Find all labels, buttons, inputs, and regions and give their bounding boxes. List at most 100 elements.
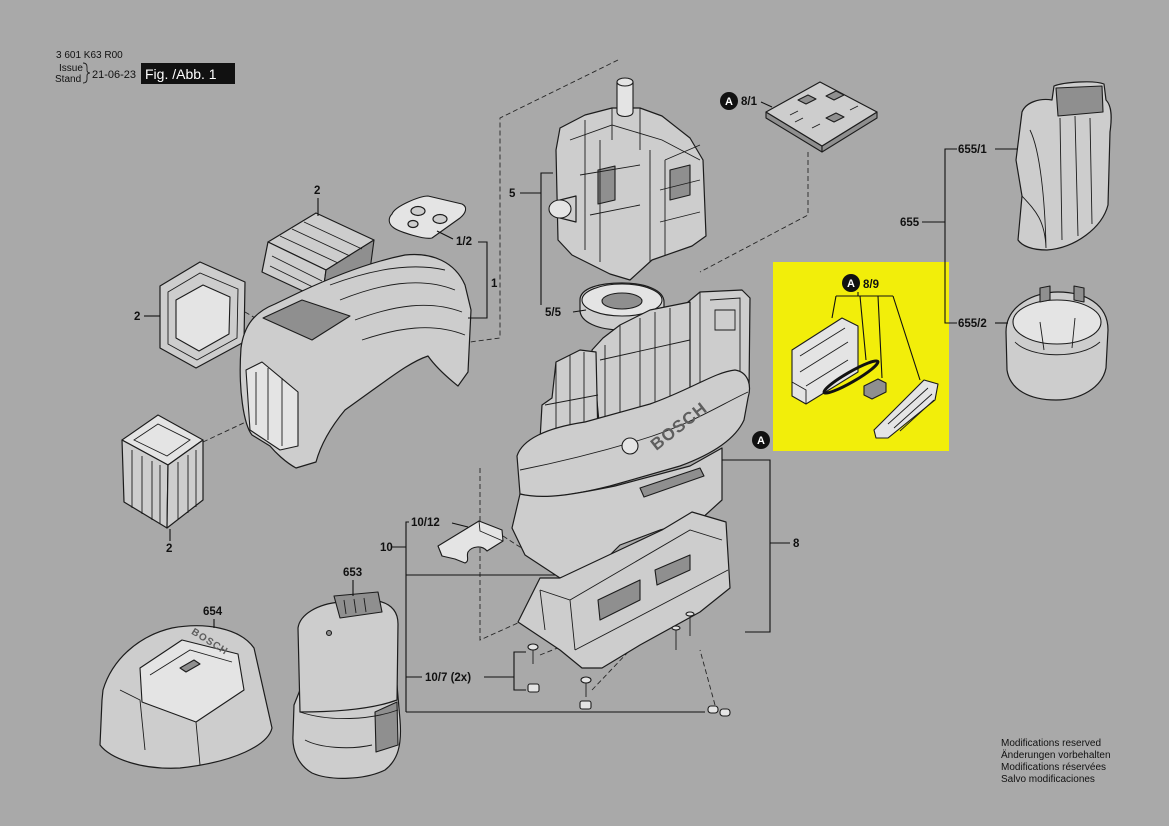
laser-module-dark-parts — [597, 164, 691, 205]
kit-marker-letter[interactable]: A — [847, 278, 855, 290]
pad-3 — [707, 705, 719, 714]
figure-label: Fig. /Abb. 1 — [145, 66, 217, 82]
callout-cap-top[interactable]: 2 — [314, 185, 320, 197]
kit-highlight-group[interactable]: A 8/9 — [773, 262, 949, 451]
kit-bracket-clip — [791, 317, 859, 405]
clip-plate — [437, 520, 504, 564]
body-base-screw-head-2 — [671, 625, 681, 631]
callout-laser-module[interactable]: 5 — [509, 188, 516, 200]
cover-top-ribs — [1021, 115, 1093, 249]
body-center-tower-details — [599, 308, 691, 430]
bracket-laser-module — [520, 172, 553, 305]
part-clip — [437, 520, 504, 564]
part-cover-bottom — [1005, 285, 1109, 401]
screw-2-head — [580, 676, 592, 684]
part-main-body: BOSCH — [511, 289, 751, 669]
part-laser-module — [548, 77, 707, 281]
leader-ring — [572, 309, 587, 313]
assembly-line-module — [469, 59, 619, 343]
notice-fr: Modifications réservées — [1001, 762, 1106, 773]
gasket-hole-1 — [410, 205, 426, 217]
callout-charger[interactable]: 654 — [203, 606, 223, 618]
body-collar-band — [519, 391, 749, 471]
body-base-screw-head-1 — [685, 611, 695, 617]
charger-contact-slot — [179, 659, 201, 673]
callout-cover-bottom[interactable]: 655/2 — [958, 318, 987, 330]
pad-1 — [527, 683, 540, 693]
cap-slats — [269, 221, 363, 292]
laser-module-top-cylinder — [616, 81, 634, 118]
figure-label-box — [141, 63, 235, 84]
part-cap-bottom — [121, 414, 204, 529]
pcb-marker-letter[interactable]: A — [725, 96, 733, 108]
part-housing — [239, 253, 472, 469]
issue-date: 21-06-23 — [92, 69, 136, 81]
housing-top-opening — [262, 299, 351, 341]
cover-bottom-opening — [1012, 299, 1102, 345]
body-left-towers-details — [544, 352, 599, 440]
battery-upper — [297, 600, 399, 713]
laser-module-body — [555, 107, 707, 281]
issue-brace — [82, 62, 91, 84]
callout-screws[interactable]: 10/7 (2x) — [425, 672, 471, 684]
callout-clip[interactable]: 10/12 — [411, 517, 440, 529]
pad-4 — [719, 708, 731, 717]
bracket-cover-set — [922, 148, 957, 324]
clip-edge — [437, 520, 504, 557]
callout-fastener-set[interactable]: 10 — [380, 542, 393, 554]
cover-top-block — [1055, 85, 1104, 117]
kit-button — [873, 379, 939, 439]
callout-cover-set[interactable]: 655 — [900, 217, 920, 229]
kit-button-ribs — [887, 387, 935, 432]
part-gasket — [388, 195, 467, 239]
modifications-notice: Modifications reserved Änderungen vorbeh… — [1001, 738, 1111, 785]
body-slot — [639, 467, 705, 498]
charger-details — [119, 649, 233, 766]
notice-es: Salvo modificaciones — [1001, 774, 1095, 785]
screw-1-head — [527, 643, 539, 651]
pcb-traces — [789, 105, 859, 129]
callout-kit[interactable]: 8/9 — [863, 279, 879, 291]
leader-gasket — [436, 230, 454, 240]
callouts: 2 2 2 1/2 1 5 5/5 A 8/1 655 655/1 655/2 … — [134, 92, 1018, 713]
charger-cradle — [139, 639, 245, 723]
kit-nut — [863, 378, 887, 400]
body-base-rim — [539, 529, 729, 651]
cap-bottom-slats — [131, 423, 197, 524]
assembly-line-cap-bottom — [202, 419, 251, 443]
callout-ring[interactable]: 5/5 — [545, 307, 562, 319]
pcb-components — [797, 90, 845, 123]
body-marker-letter[interactable]: A — [757, 435, 765, 447]
callout-cap-bottom[interactable]: 2 — [166, 543, 172, 555]
body-base-inserts — [597, 554, 691, 621]
pcb-board — [765, 81, 878, 147]
part-cover-top — [1015, 81, 1112, 251]
document-header: 3 601 K63 R00 Issue Stand 21-06-23 Fig. … — [55, 50, 235, 85]
ring-bore — [601, 292, 643, 310]
laser-module-cylinder-cap — [616, 77, 634, 87]
callout-housing[interactable]: 1 — [491, 278, 498, 290]
kit-o-ring — [822, 359, 880, 395]
pcb-marker[interactable] — [720, 92, 738, 110]
gasket-plate — [388, 195, 467, 239]
callout-battery[interactable]: 653 — [343, 567, 362, 579]
body-marker[interactable] — [752, 431, 770, 449]
part-screws — [527, 643, 731, 717]
leader-clip — [451, 522, 469, 528]
battery-details — [299, 709, 399, 749]
cover-bottom-tabs — [1039, 285, 1085, 303]
callout-gasket[interactable]: 1/2 — [456, 236, 472, 248]
callout-pcb[interactable]: 8/1 — [741, 96, 758, 108]
window-frame-inner — [167, 272, 239, 361]
part-window-left — [159, 261, 246, 369]
callout-cover-top[interactable]: 655/1 — [958, 144, 987, 156]
bracket-body — [722, 459, 790, 633]
bracket-screws — [484, 651, 526, 691]
kit-bracket-clip-details — [791, 327, 849, 404]
callout-body[interactable]: 8 — [793, 538, 800, 550]
callout-window-left[interactable]: 2 — [134, 311, 140, 323]
bracket-fastener-set — [392, 521, 705, 713]
kit-marker[interactable] — [842, 274, 860, 292]
issue-label: Issue — [59, 63, 83, 74]
